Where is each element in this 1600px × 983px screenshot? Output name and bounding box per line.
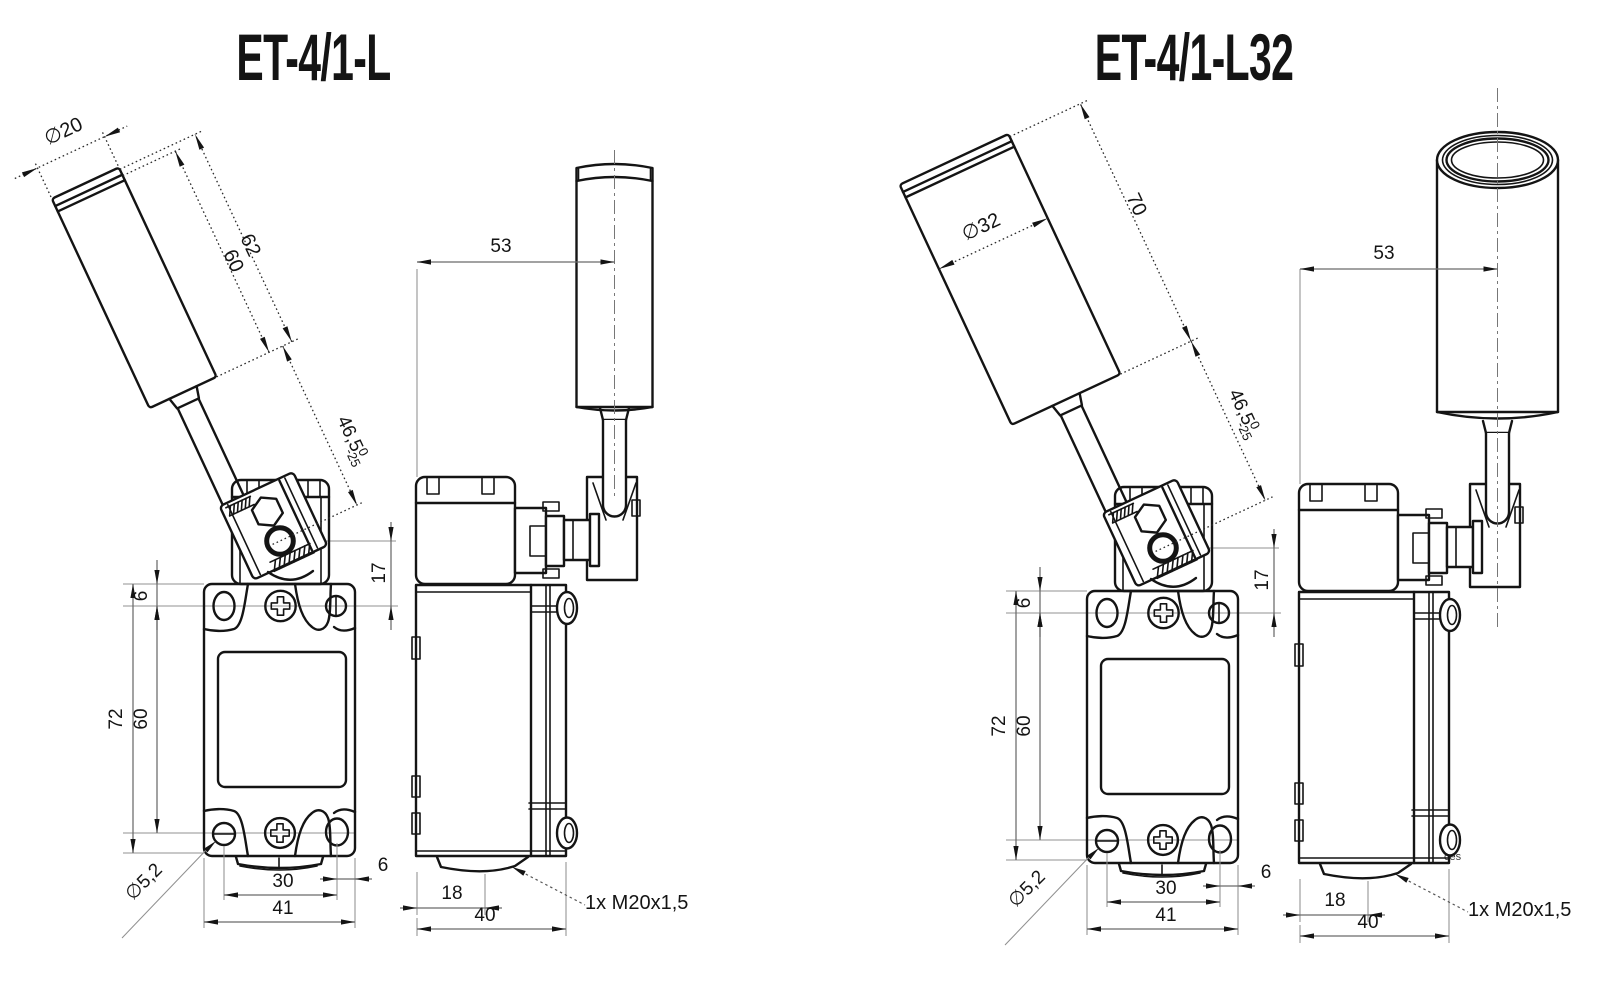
svg-text:30: 30 [272,871,293,892]
svg-text:17: 17 [369,562,390,583]
svg-text:1x M20x1,5: 1x M20x1,5 [585,892,688,914]
svg-text:41: 41 [1155,905,1176,926]
svg-text:ET-4/1-L: ET-4/1-L [236,20,390,95]
svg-text:ET-4/1-L32: ET-4/1-L32 [1095,20,1293,95]
svg-text:40: 40 [474,905,495,926]
svg-text:6: 6 [1261,862,1272,883]
svg-text:60: 60 [1014,715,1035,736]
svg-text:40: 40 [1357,912,1378,933]
svg-text:60: 60 [131,708,152,729]
svg-text:18: 18 [1324,890,1345,911]
svg-text:6: 6 [131,591,152,602]
svg-text:72: 72 [106,708,127,729]
svg-text:72: 72 [989,715,1010,736]
svg-text:30: 30 [1155,878,1176,899]
svg-text:53: 53 [490,236,511,257]
svg-text:6: 6 [1014,598,1035,609]
svg-text:ces: ces [1444,851,1462,863]
svg-text:17: 17 [1252,569,1273,590]
svg-text:41: 41 [272,898,293,919]
svg-text:6: 6 [378,855,389,876]
svg-text:53: 53 [1373,243,1394,264]
svg-text:18: 18 [441,883,462,904]
svg-text:1x M20x1,5: 1x M20x1,5 [1468,899,1571,921]
